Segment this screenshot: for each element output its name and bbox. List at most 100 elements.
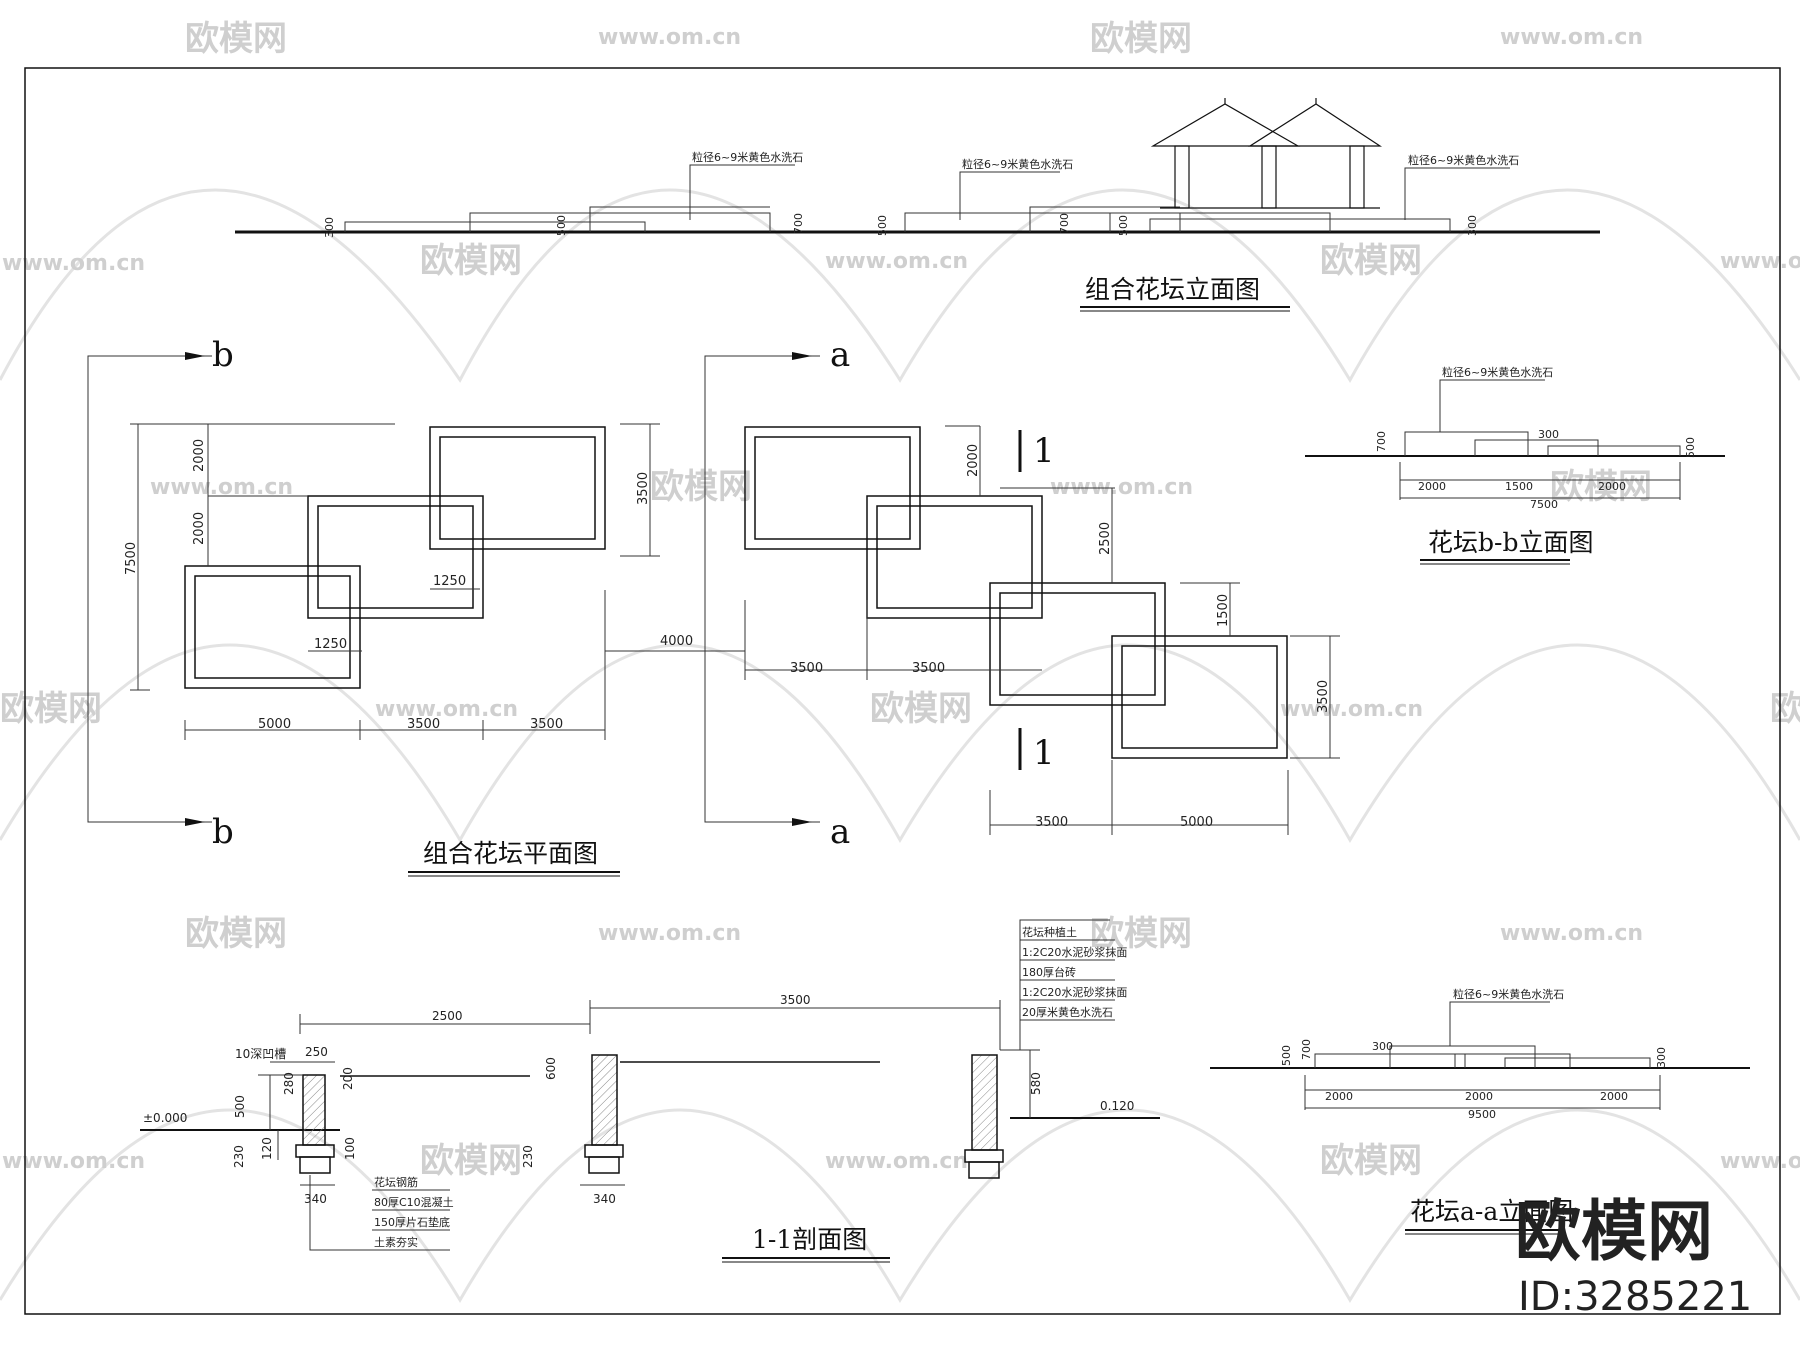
id-stamp: 欧模网 ID:3285221 (1515, 1193, 1752, 1320)
dim-2000: 2000 (966, 444, 981, 477)
section-mark-a: a (830, 335, 850, 375)
dim-height: 700 (1375, 431, 1388, 452)
title-combo-elevation: 组合花坛立面图 (1085, 275, 1260, 304)
dim-250: 250 (305, 1045, 328, 1059)
layer-label: 150厚片石垫底 (374, 1215, 450, 1229)
pavilion (1150, 98, 1383, 209)
elevation-bb: 粒径6~9米黄色水洗石 2000 1500 2000 7500 700 300 … (1305, 365, 1725, 565)
layer-label: 花坛钢筋 (374, 1175, 418, 1189)
section-mark-1: 1 (1033, 733, 1055, 773)
watermark-url: www.om.cn (1500, 921, 1643, 946)
dim-200: 200 (341, 1067, 355, 1090)
dim-height: 700 (792, 213, 805, 234)
watermark-url: www.om.cn (1500, 25, 1643, 50)
dim-2000: 2000 (1418, 480, 1446, 493)
layer-label: 花坛种植土 (1022, 925, 1077, 939)
dim-2000: 2000 (192, 439, 207, 472)
watermark-url: www.om.cn (825, 249, 968, 274)
watermark-brand: 欧模网 (650, 467, 752, 507)
note-gravel: 粒径6~9米黄色水洗石 (692, 150, 803, 164)
dim-580: 580 (1029, 1072, 1043, 1095)
dim-120: 120 (260, 1137, 274, 1160)
layer-label: 80厚C10混凝土 (374, 1195, 454, 1209)
dim-3500: 3500 (636, 472, 651, 505)
note-gravel: 粒径6~9米黄色水洗石 (1442, 365, 1553, 379)
watermark-url: www.om.cn (1720, 1149, 1800, 1174)
dim-5000: 5000 (258, 717, 291, 732)
watermark-brand: 欧模网 (185, 19, 287, 59)
dim-500: 500 (233, 1095, 247, 1118)
watermark-brand: 欧模网 (1320, 1141, 1422, 1181)
dim-7500: 7500 (124, 542, 139, 575)
section-1-1: 2500 3500 10深凹槽 250 (140, 919, 1160, 1263)
watermark-url: www.om.cn (2, 1149, 145, 1174)
section-mark-1: 1 (1033, 431, 1055, 471)
elevation-aa: 粒径6~9米黄色水洗石 2000 2000 2000 9500 500 300 … (1210, 987, 1750, 1235)
dim-2500: 2500 (432, 1009, 463, 1023)
dim-height: 300 (1538, 428, 1559, 441)
section-mark-b: b (212, 812, 234, 852)
title-plan: 组合花坛平面图 (423, 839, 598, 868)
watermark-texts: 欧模网 www.om.cn 欧模网 www.om.cn www.om.cn 欧模… (0, 19, 1800, 1181)
dim-height: 300 (1655, 1047, 1668, 1068)
dim-3500: 3500 (1316, 680, 1331, 713)
stamp-id: ID:3285221 (1518, 1274, 1752, 1320)
watermark-brand: 欧模网 (870, 689, 972, 729)
dim-2000: 2000 (1600, 1090, 1628, 1103)
dim-280: 280 (282, 1072, 296, 1095)
dim-3500: 3500 (1035, 815, 1068, 830)
dim-height: 500 (1280, 1045, 1293, 1066)
dim-2000: 2000 (192, 512, 207, 545)
watermark-brand: 欧模网 (1320, 241, 1422, 281)
dim-230: 230 (521, 1145, 535, 1168)
dim-3500: 3500 (407, 717, 440, 732)
dim-height: 500 (555, 215, 568, 236)
dim-2000: 2000 (1598, 480, 1626, 493)
watermark-url: www.om.cn (1720, 249, 1800, 274)
watermark-brand: 欧模网 (1770, 689, 1800, 729)
note-gravel: 粒径6~9米黄色水洗石 (1408, 153, 1519, 167)
watermark-brand: 欧模网 (1090, 914, 1192, 954)
dim-3500: 3500 (790, 661, 823, 676)
dim-340: 340 (593, 1192, 616, 1206)
watermark-brand: 欧模网 (0, 689, 102, 729)
title-section: 1-1剖面图 (752, 1225, 867, 1254)
watermark-url: www.om.cn (825, 1149, 968, 1174)
elevation-0: ±0.000 (143, 1111, 187, 1125)
layer-label: 180厚台砖 (1022, 965, 1076, 979)
dim-height: 500 (1117, 215, 1130, 236)
dim-1250: 1250 (433, 574, 466, 589)
dim-230: 230 (232, 1145, 246, 1168)
watermark-url: www.om.cn (375, 697, 518, 722)
dim-4000: 4000 (660, 634, 693, 649)
dim-3500: 3500 (912, 661, 945, 676)
stamp-brand: 欧模网 (1515, 1193, 1713, 1270)
dim-2000: 2000 (1465, 1090, 1493, 1103)
watermark-brand: 欧模网 (420, 241, 522, 281)
layer-label: 1:2C20水泥砂浆抹面 (1022, 945, 1127, 959)
watermark-brand: 欧模网 (185, 914, 287, 954)
watermark-url: www.om.cn (2, 251, 145, 276)
watermark-arcs (0, 188, 1800, 1303)
dim-height: 700 (1058, 213, 1071, 234)
layer-legend-top: 花坛种植土 1:2C20水泥砂浆抹面 180厚台砖 1:2C20水泥砂浆抹面 2… (1020, 925, 1127, 1021)
dim-2000: 2000 (1325, 1090, 1353, 1103)
dim-3500: 3500 (530, 717, 563, 732)
dim-100: 100 (343, 1137, 357, 1160)
plan-right: a a 1 1 (704, 335, 1340, 852)
watermark-brand: 欧模网 (1550, 467, 1652, 507)
dim-height: 700 (1300, 1039, 1313, 1060)
note-groove: 10深凹槽 (235, 1047, 286, 1061)
dim-340: 340 (304, 1192, 327, 1206)
note-gravel: 粒径6~9米黄色水洗石 (962, 157, 1073, 171)
dim-600: 600 (544, 1057, 558, 1080)
title-elev-aa: 花坛a-a立面图 (1410, 1197, 1573, 1226)
dim-2500: 2500 (1098, 522, 1113, 555)
layer-label: 20厚米黄色水洗石 (1022, 1005, 1113, 1019)
dim-5000: 5000 (1180, 815, 1213, 830)
drawing-frame (24, 67, 1781, 1315)
watermark-brand: 欧模网 (420, 1141, 522, 1181)
watermark-url: www.om.cn (1280, 697, 1423, 722)
layer-legend-bottom: 花坛钢筋 80厚C10混凝土 150厚片石垫底 土素夯实 (372, 1175, 454, 1251)
